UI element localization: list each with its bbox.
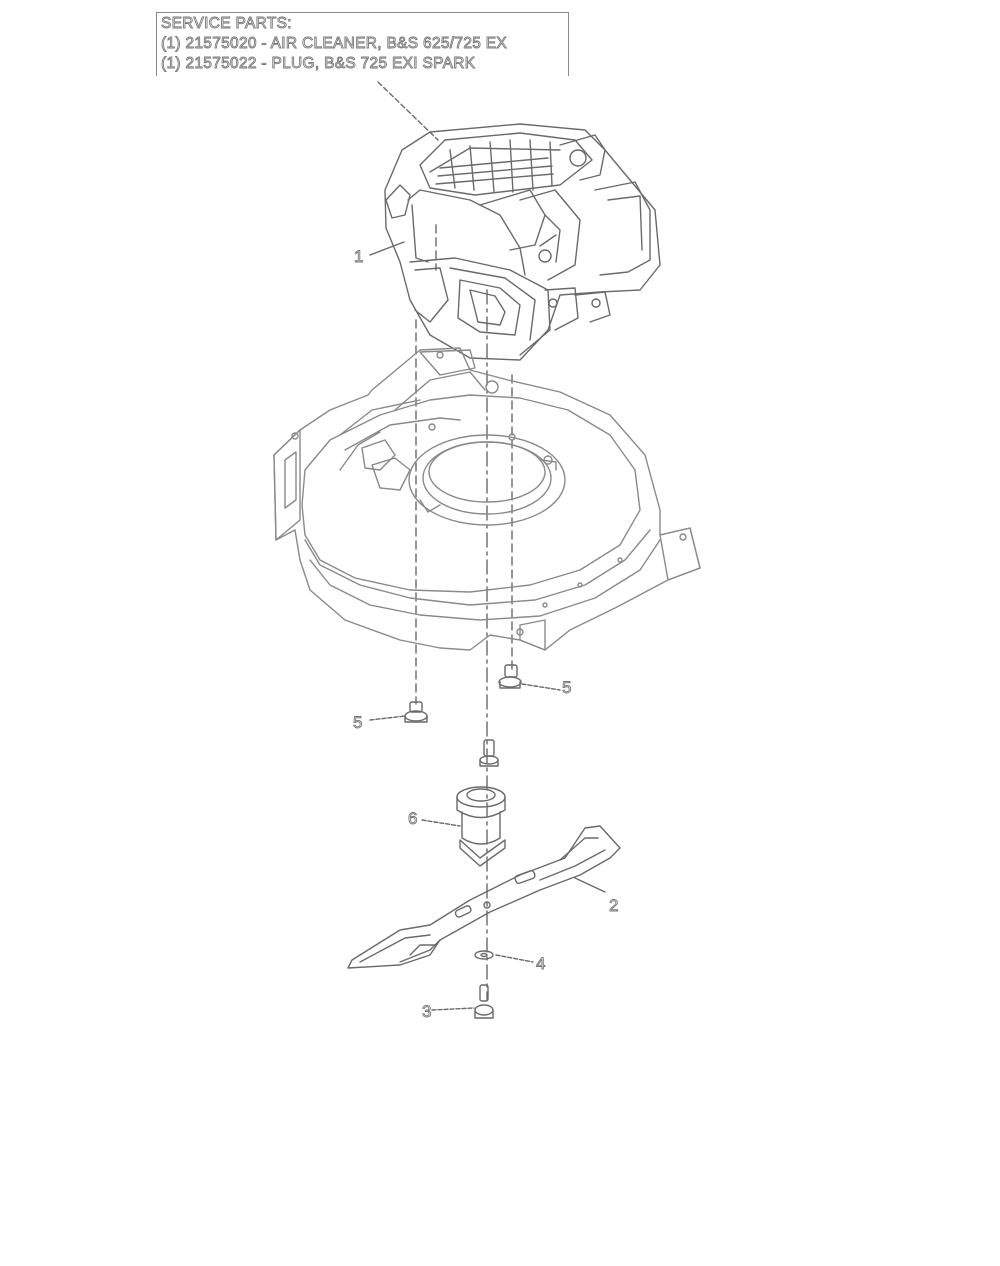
leader-5-right [521,683,561,691]
service-parts-title: SERVICE PARTS: [161,15,292,33]
callout-2: 2 [609,896,619,915]
service-part-air-cleaner: (1) 21575020 - AIR CLEANER, B&S 625/725 … [161,35,508,53]
adapter-bolt [479,739,499,767]
mower-blade [347,825,621,969]
mower-deck [273,347,701,651]
callout-5-right: 5 [562,678,572,697]
callout-3: 3 [422,1002,432,1021]
engine [384,123,661,361]
leader-1 [369,241,405,256]
blade-washer [474,950,494,960]
blade-bolt [474,984,494,1019]
service-part-spark-plug: (1) 21575022 - PLUG, B&S 725 EXI SPARK [161,55,476,73]
callout-1: 1 [354,247,364,266]
leader-2 [574,877,606,893]
leader-5-left [369,715,406,721]
leader-3 [431,1007,475,1011]
blade-adapter [456,786,506,867]
callout-4: 4 [536,954,546,973]
leader-6 [421,819,461,827]
callout-6: 6 [408,809,418,828]
service-parts-box: SERVICE PARTS: (1) 21575020 - AIR CLEANE… [156,12,569,76]
deck-bolt-right [498,664,522,689]
leader-service-parts [377,81,439,141]
leader-4 [495,954,534,963]
callout-5-left: 5 [353,713,363,732]
deck-bolt-left [404,701,428,723]
